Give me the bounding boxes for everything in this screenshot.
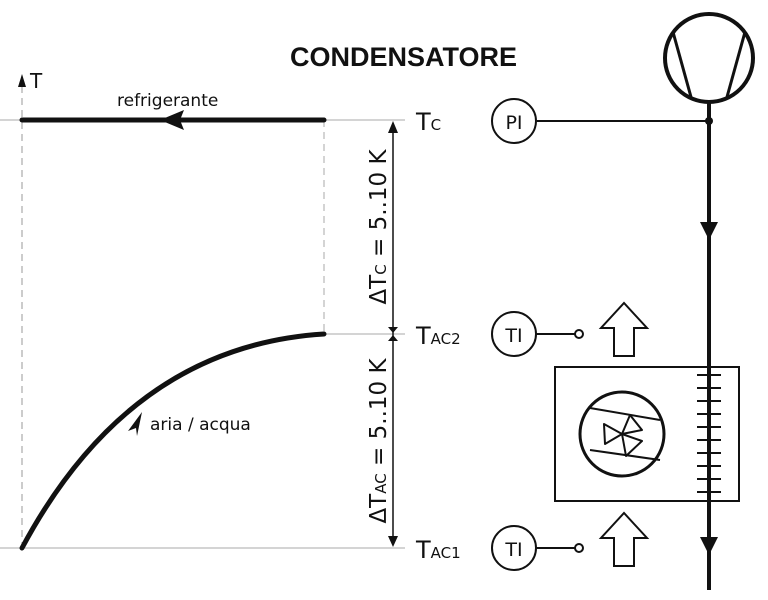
medium-flow-arrow-icon [128,412,142,436]
svg-text:PI: PI [505,112,522,134]
svg-text:TI: TI [504,539,522,561]
dim-arrow-mid-down-icon [388,335,398,341]
delta-tac-label: ΔTAC = 5..10 K [366,358,392,524]
svg-text:TI: TI [504,325,522,347]
refrigerant-flow-arrow-icon [160,110,184,130]
pipe-flow-arrow-bottom-icon [700,537,718,555]
pipe-flow-arrow-top-icon [700,222,718,240]
medium-curve [19,331,327,551]
pressure-indicator: PI [491,98,537,144]
delta-tc-label: ΔTC = 5..10 K [366,149,392,305]
diagram-title: CONDENSATORE [290,42,517,72]
airflow-out-arrow-icon [598,301,650,357]
airflow-in-arrow-icon [598,511,650,567]
coil-fins [697,374,721,493]
y-axis-label: T [29,69,43,93]
dim-arrow-top-icon [388,121,398,133]
refrigerant-label: refrigerante [117,91,218,111]
tac2-label: TAC2 [415,322,461,350]
temp-indicator-outlet: TI [491,311,584,357]
y-axis-arrow-icon [18,74,26,87]
temp-indicator-inlet: TI [491,525,584,571]
tc-label: TC [415,108,441,136]
dim-arrow-mid-up-icon [388,327,398,333]
fan-icon [578,390,666,478]
dim-arrow-bottom-icon [388,536,398,547]
compressor-icon [663,12,755,104]
tac1-label: TAC1 [415,536,461,564]
medium-label: aria / acqua [150,415,251,435]
